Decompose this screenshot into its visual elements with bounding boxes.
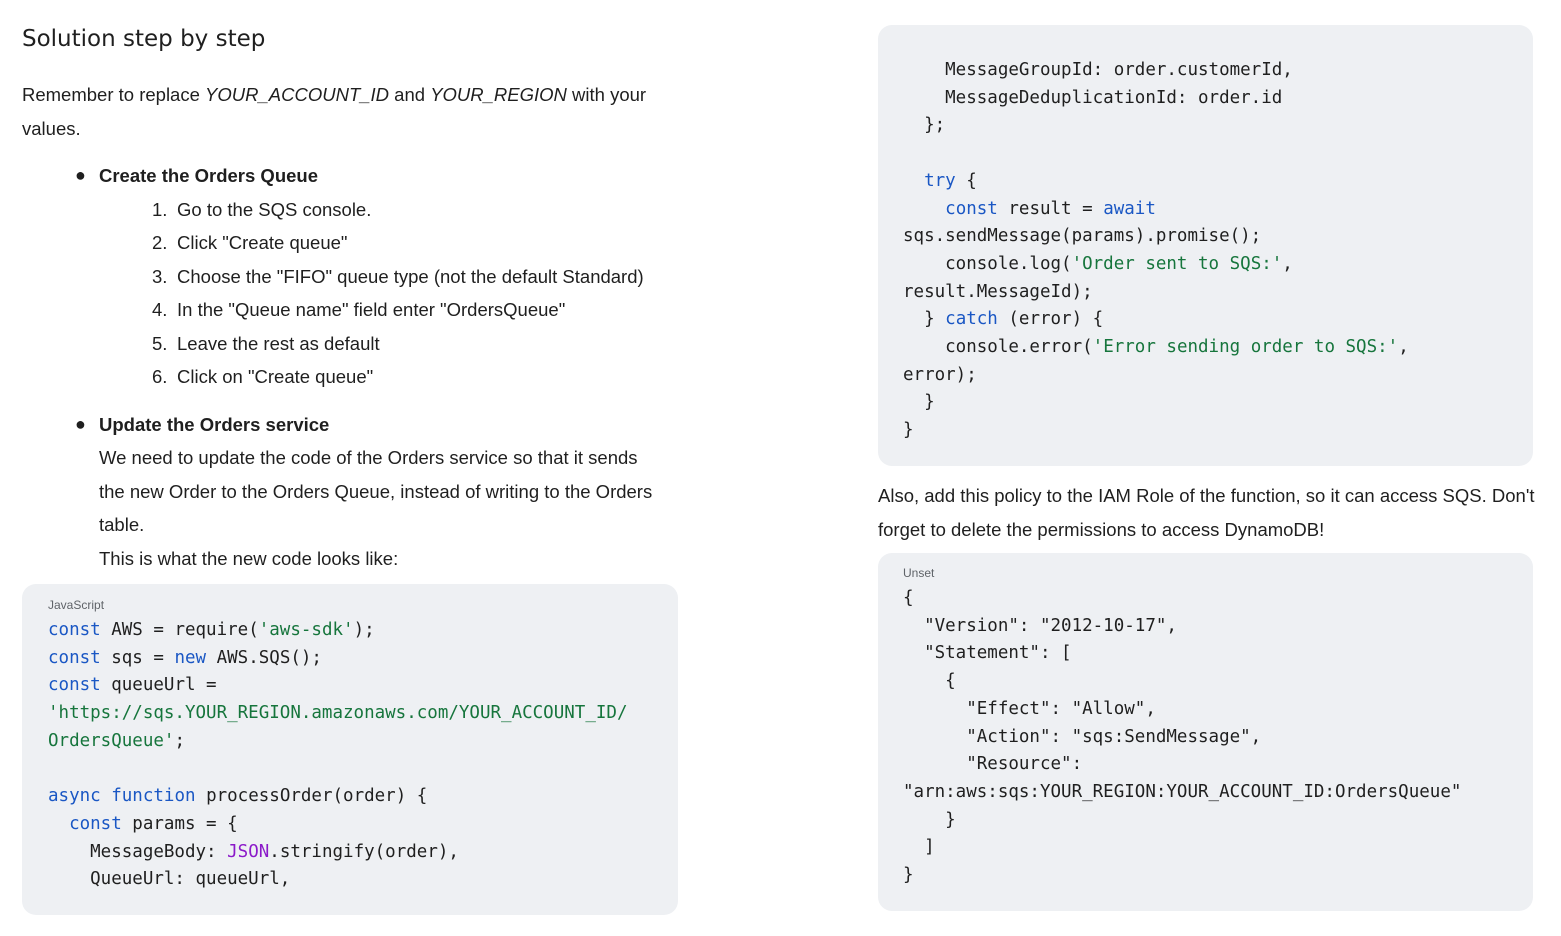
section-title: Create the Orders Queue (99, 165, 318, 186)
step-item: 3. Choose the "FIFO" queue type (not the … (99, 260, 678, 294)
step-number: 4. (152, 299, 168, 320)
step-item: 5. Leave the rest as default (99, 327, 678, 361)
step-text: Click on "Create queue" (177, 366, 374, 387)
step-text: Go to the SQS console. (177, 198, 372, 220)
code-language-label: JavaScript (48, 598, 105, 612)
step-number: 6. (152, 366, 168, 387)
section-title: Update the Orders service (99, 413, 330, 435)
step-text: In the "Queue name" field enter "OrdersQ… (177, 299, 566, 320)
javascript-code: const AWS = require('aws-sdk'); const sq… (48, 620, 628, 890)
step-number: 1. (152, 198, 168, 220)
intro-suffix: with your values. (22, 84, 647, 139)
step-item: 4. In the "Queue name" field enter "Order… (99, 293, 678, 327)
json-code-block: Unset { "Version": "2012-10-17", "Statem… (878, 553, 1533, 911)
step-item: 1. Go to the SQS console. (99, 193, 678, 227)
section-body: We need to update the code of the Orders… (99, 447, 653, 535)
javascript-code-continued: MessageGroupId: order.customerId, Messag… (878, 25, 1533, 466)
sections-list: ● Create the Orders Queue 1. Go to the SQ… (22, 159, 678, 575)
step-item: 6. Click on "Create queue" (99, 360, 678, 394)
policy-paragraph: Also, add this policy to the IAM Role of… (878, 485, 1535, 540)
bullet-icon: ● (75, 413, 86, 434)
page-title: Solution step by step (22, 26, 266, 52)
step-text: Leave the rest as default (177, 332, 380, 354)
region-placeholder: YOUR_REGION (430, 84, 567, 105)
step-number: 3. (152, 265, 168, 287)
intro-prefix: Remember to replace (22, 84, 206, 105)
spacer (99, 394, 678, 408)
javascript-code-tail: MessageGroupId: order.customerId, Messag… (903, 60, 1409, 441)
step-number: 5. (152, 332, 168, 354)
javascript-code-block: JavaScript const AWS = require('aws-sdk'… (22, 584, 678, 915)
json-policy-code: { "Version": "2012-10-17", "Statement": … (903, 588, 1462, 886)
section-lead: This is what the new code looks like: (99, 547, 399, 569)
intro-and: and (389, 84, 431, 105)
step-number: 2. (152, 232, 168, 253)
section-update-service: ● Update the Orders service We need to u… (22, 408, 678, 576)
code-language-label: Unset (903, 566, 935, 580)
intro-paragraph: Remember to replace YOUR_ACCOUNT_ID and … (22, 78, 678, 145)
step-text: Click "Create queue" (177, 232, 348, 253)
steps-list: 1. Go to the SQS console. 2. Click "Create… (99, 193, 678, 394)
step-text: Choose the "FIFO" queue type (not the de… (177, 265, 644, 287)
section-create-queue: ● Create the Orders Queue 1. Go to the SQ… (22, 159, 678, 408)
bullet-icon: ● (75, 165, 86, 185)
account-id-placeholder: YOUR_ACCOUNT_ID (205, 84, 390, 105)
step-item: 2. Click "Create queue" (99, 226, 678, 260)
